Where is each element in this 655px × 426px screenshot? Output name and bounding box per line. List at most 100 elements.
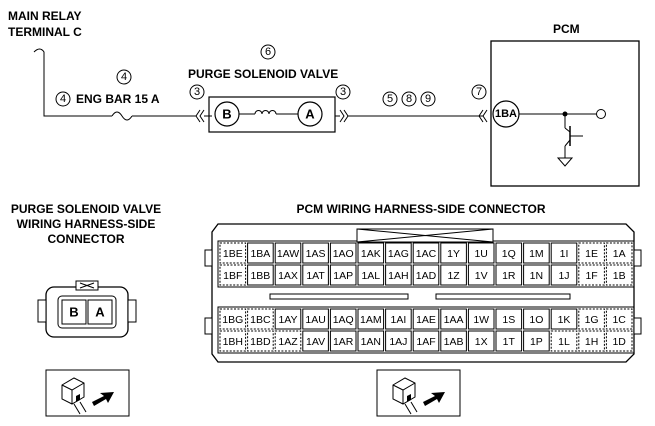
pcm-pin-label: 1I [560, 248, 569, 260]
coil-symbol [254, 110, 277, 115]
pcm-pin-label: 1AQ [333, 314, 354, 326]
pcm-pin-label: 1O [529, 314, 543, 326]
pcm-pin-cell [302, 330, 329, 352]
pcm-pin-cell [247, 330, 274, 352]
pcm-pin-label: 1E [585, 248, 598, 260]
relay-wire [33, 48, 112, 117]
svg-text:8: 8 [406, 93, 412, 105]
pcm-pin-cell [440, 264, 467, 286]
pcm-pin-cell [412, 330, 440, 352]
pcm-pin-label: 1AG [388, 248, 409, 260]
pcm-pin-cell [385, 242, 412, 264]
pcm-pin-label: 1BH [223, 336, 243, 348]
pcm-pin-label: 1M [529, 248, 544, 260]
pcm-pin-cell [247, 242, 274, 264]
purge-connector-title-1: PURGE SOLENOID VALVE [11, 202, 161, 216]
pcm-pin-cell [605, 330, 633, 352]
pcm-pin-label: 1AW [277, 248, 299, 260]
purge-connector-title-2: WIRING HARNESS-SIDE [17, 217, 156, 231]
pcm-pin-label: 1AU [305, 314, 325, 326]
valve-left-connector-mark [195, 109, 205, 123]
pcm-pin-cell [357, 242, 385, 264]
pcm-pin-cell [219, 264, 247, 286]
pcm-pin-label: 1BG [222, 314, 243, 326]
purge-pin-a [87, 299, 113, 325]
fuse-label: ENG BAR 15 A [76, 92, 160, 106]
purge-solenoid-valve: B A [208, 96, 336, 133]
svg-text:B: B [69, 305, 78, 320]
pcm-pin-cell [440, 242, 467, 264]
pcm-pin-label: 1AL [361, 270, 380, 282]
pcm-pin-label: 1P [530, 336, 543, 348]
pcm-pin-cell [412, 264, 440, 286]
step-ref-wire-8: 8 [401, 91, 417, 107]
svg-text:3: 3 [340, 86, 346, 98]
step-ref-pcm-conn: 7 [471, 84, 487, 100]
svg-text:1BA: 1BA [495, 108, 517, 120]
pcm-pin-label: 1AE [416, 314, 436, 326]
pcm-pin-cell [495, 308, 523, 330]
pcm-pin-cell [385, 330, 412, 352]
pcm-pin-cell [219, 308, 247, 330]
viewing-direction-icon-left [45, 369, 130, 417]
pcm-label: PCM [553, 22, 580, 36]
pcm-pin-label: 1D [612, 336, 626, 348]
pcm-module: PCM 1BA [490, 22, 640, 187]
pcm-pin-cell [523, 242, 550, 264]
svg-text:B: B [222, 107, 231, 122]
main-relay-label: MAIN RELAY [8, 9, 82, 23]
pcm-pin-cell [329, 242, 357, 264]
connector-rail-left [269, 293, 409, 300]
valve-right-connector-mark [339, 109, 349, 123]
pcm-pin-label: 1AO [333, 248, 354, 260]
pcm-pin-label: 1G [585, 314, 599, 326]
pcm-pin-label: 1Z [447, 270, 460, 282]
pcm-pin-label: 1F [585, 270, 597, 282]
pcm-pin-label: 1X [475, 336, 488, 348]
pcm-pin-cell [578, 330, 605, 352]
pcm-pin-label: 1AR [333, 336, 354, 348]
pcm-pin-cell [467, 330, 495, 352]
pcm-pin-cell [467, 264, 495, 286]
pcm-pin-cell [550, 242, 578, 264]
pcm-pin-label: 1R [502, 270, 516, 282]
pcm-pin-label: 1N [530, 270, 543, 282]
pcm-pin-label: 1AD [416, 270, 437, 282]
pcm-pin-cell [550, 264, 578, 286]
pcm-pin-label: 1AZ [278, 336, 298, 348]
pcm-pin-label: 1AC [416, 248, 437, 260]
step-ref-fuse-top: 4 [116, 69, 132, 85]
pcm-lower-block [217, 306, 635, 354]
pcm-pin-label: 1AX [278, 270, 298, 282]
pcm-pin-label: 1U [474, 248, 487, 260]
purge-connector-face: B A [37, 280, 137, 338]
pcm-pin-label: 1BD [250, 336, 271, 348]
pcm-pin-cell [578, 242, 605, 264]
pcm-pin-cell [412, 242, 440, 264]
pcm-pin-label: 1Q [502, 248, 516, 260]
pcm-pin-label: 1T [503, 336, 516, 348]
pcm-pin-label: 1AK [361, 248, 381, 260]
svg-text:5: 5 [387, 93, 393, 105]
transistor-symbol [556, 126, 583, 167]
pcm-pin-cell [274, 242, 302, 264]
pcm-pin-cell [219, 330, 247, 352]
pcm-pin-cell [495, 330, 523, 352]
pcm-pin-cell [550, 308, 578, 330]
pcm-pin-cell [274, 264, 302, 286]
pcm-pin-cell [523, 330, 550, 352]
pcm-pin-label: 1AH [388, 270, 408, 282]
pcm-pin-cell [467, 308, 495, 330]
pcm-pin-label: 1BE [223, 248, 243, 260]
viewing-direction-icon-right [376, 369, 461, 417]
svg-text:3: 3 [194, 86, 200, 98]
pcm-pin-label: 1AV [306, 336, 325, 348]
pcm-pin-label: 1Y [447, 248, 460, 260]
pcm-pin-cell [329, 330, 357, 352]
pcm-pin-cell [578, 308, 605, 330]
pcm-pin-cell [467, 242, 495, 264]
step-ref-wire-5: 5 [382, 91, 398, 107]
pcm-pin-label: 1C [612, 314, 626, 326]
pcm-pin-cell [605, 264, 633, 286]
